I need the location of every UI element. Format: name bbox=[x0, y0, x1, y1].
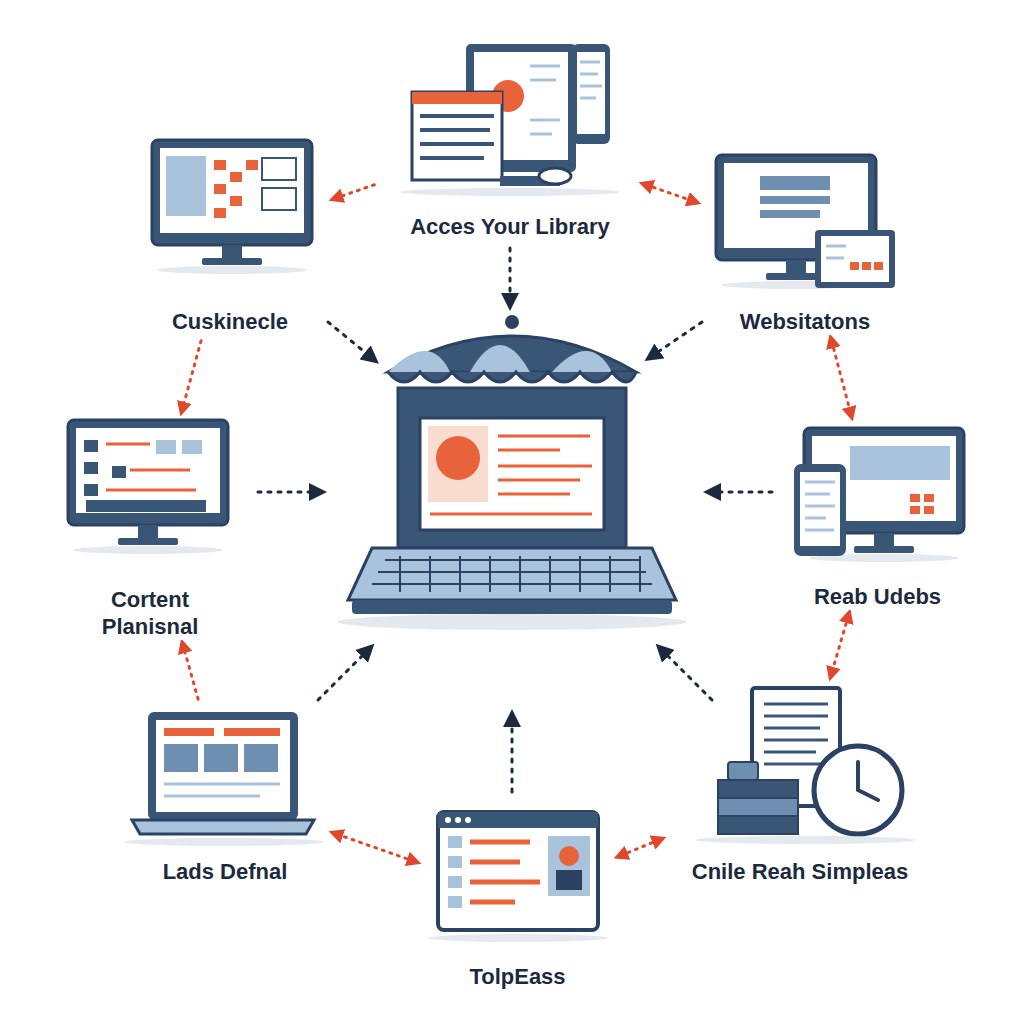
device-node: Lads Defnal bbox=[120, 705, 330, 885]
device-node: Cortent Planisnal bbox=[55, 415, 245, 640]
dotted-connector bbox=[182, 341, 201, 409]
node-label: TolpEass bbox=[466, 964, 568, 990]
dotted-connector bbox=[183, 646, 198, 699]
node-label: Cuskinecle bbox=[169, 309, 291, 335]
device-node: Websitatons bbox=[700, 145, 910, 335]
dotted-connector bbox=[336, 185, 375, 198]
dotted-connector bbox=[832, 341, 851, 414]
device-node: TolpEass bbox=[420, 805, 615, 990]
node-label: Reab Udebs bbox=[811, 584, 944, 610]
dotted-connector bbox=[336, 834, 415, 862]
device-node: Cuskinecle bbox=[130, 135, 330, 335]
node-label: Acces Your Library bbox=[407, 214, 613, 240]
device-node: Reab Udebs bbox=[780, 420, 975, 610]
device-node: Acces Your Library bbox=[380, 35, 640, 240]
dotted-connector bbox=[621, 840, 660, 856]
device-node: Cnile Reah Simpleas bbox=[665, 680, 935, 885]
node-label: Lads Defnal bbox=[160, 859, 291, 885]
node-label: Cortent Planisnal bbox=[72, 587, 228, 640]
node-label: Websitatons bbox=[737, 309, 873, 335]
node-label: Cnile Reah Simpleas bbox=[689, 859, 911, 885]
dotted-connector bbox=[646, 185, 695, 202]
dotted-connector bbox=[831, 616, 848, 674]
